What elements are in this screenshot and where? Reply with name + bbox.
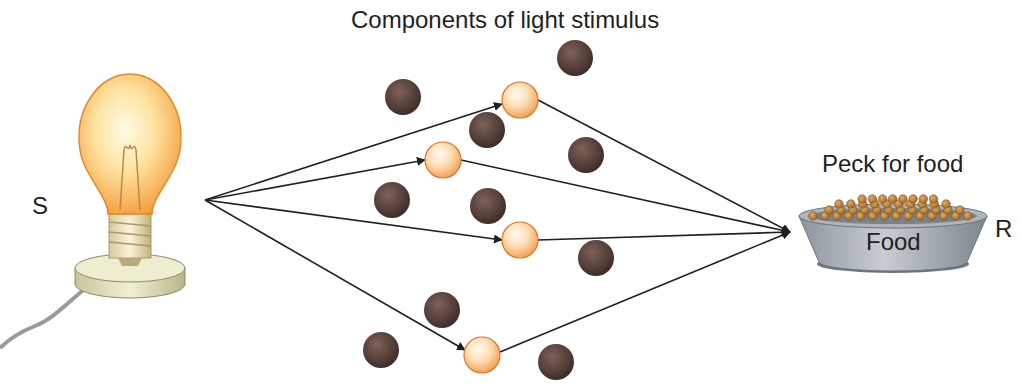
bowl-label: Food xyxy=(866,228,921,256)
stimulus-response-label: R xyxy=(995,215,1012,243)
arrow-lines xyxy=(205,100,790,352)
stimulus-response-label: S xyxy=(32,192,48,220)
active-components xyxy=(425,82,538,373)
response-heading: Peck for food xyxy=(822,150,963,178)
diagram-title: Components of light stimulus xyxy=(351,6,659,34)
food-bowl: Peck for foodFood xyxy=(793,150,993,278)
inactive-components xyxy=(363,40,614,380)
light-bulb xyxy=(0,74,185,348)
